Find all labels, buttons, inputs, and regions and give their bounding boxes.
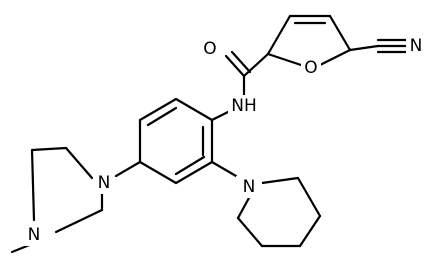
bond <box>138 97 178 122</box>
bond <box>230 50 252 74</box>
bond <box>174 160 214 185</box>
label-bg <box>228 95 260 117</box>
label-bg <box>24 224 44 246</box>
bond <box>298 214 322 248</box>
bond <box>30 146 68 152</box>
bond <box>174 155 206 176</box>
bond <box>210 160 238 178</box>
bond <box>236 194 252 220</box>
bond <box>138 160 178 185</box>
bond <box>146 106 178 127</box>
bond <box>296 176 322 218</box>
bond <box>30 148 36 222</box>
label-bg <box>301 57 321 79</box>
piperidine-nitrogen-label: N <box>243 177 256 197</box>
bond <box>114 160 142 178</box>
bond <box>236 216 264 248</box>
amide-nh-label: NH <box>231 96 257 116</box>
furan-oxygen-label: O <box>304 58 317 78</box>
carbonyl-oxygen-label: O <box>203 39 216 59</box>
benzene-ring <box>138 97 214 185</box>
piperazine-ring <box>10 146 142 254</box>
bond <box>242 52 270 78</box>
nitrile-group <box>348 38 412 54</box>
piperazine-aryl-nitrogen-label: N <box>98 173 111 193</box>
bond <box>174 97 214 122</box>
furan-ring <box>266 14 352 68</box>
bond <box>266 14 292 56</box>
bond <box>266 52 306 68</box>
bond <box>64 146 94 180</box>
label-bg <box>200 38 220 60</box>
bond <box>224 54 246 78</box>
label-bg <box>406 34 424 58</box>
bond <box>328 14 352 52</box>
piperidine-ring <box>210 160 322 248</box>
atom-labels: O O NH N N N N <box>24 34 424 246</box>
label-bg <box>94 172 114 194</box>
label-bg <box>236 176 262 198</box>
piperazine-methyl-nitrogen-label: N <box>28 225 41 245</box>
bond <box>348 44 380 52</box>
bond <box>316 48 352 68</box>
bond <box>260 176 300 185</box>
bond <box>54 208 104 234</box>
nitrile-nitrogen-label: N <box>410 36 423 56</box>
